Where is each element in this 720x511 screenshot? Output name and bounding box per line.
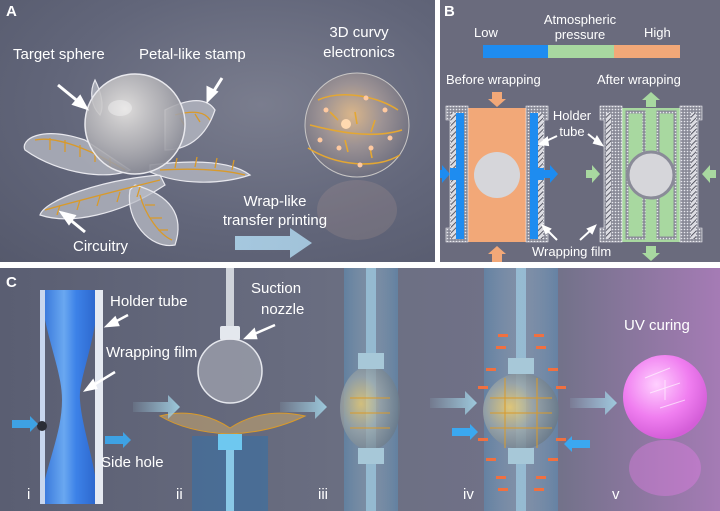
label-curvy-line1: 3D curvy bbox=[329, 24, 389, 41]
sphere-led-dots bbox=[317, 95, 393, 168]
step-label-ii: ii bbox=[176, 486, 183, 503]
step-label-v: v bbox=[612, 486, 620, 503]
panel-b: B Low Atmospheric pressure High Before w… bbox=[440, 0, 720, 262]
legend-low-swatch bbox=[483, 45, 548, 58]
label-suction-line2: nozzle bbox=[261, 301, 305, 318]
panel-a-illustration bbox=[23, 72, 410, 258]
transfer-arrow bbox=[235, 228, 312, 258]
label-wrap-line1: Wrap-like bbox=[243, 193, 307, 210]
label-wrapping-film: Wrapping film bbox=[106, 344, 198, 361]
panel-a-letter: A bbox=[6, 3, 17, 20]
label-holder-tube: Holder tube bbox=[110, 293, 188, 310]
process-arrows bbox=[133, 391, 617, 419]
label-circuitry: Circuitry bbox=[73, 238, 128, 255]
label-wrap-line2: transfer printing bbox=[222, 212, 328, 229]
label-side-hole: Side hole bbox=[101, 454, 164, 471]
holder-tube-label-line1: Holder bbox=[552, 108, 592, 123]
label-target-sphere: Target sphere bbox=[13, 46, 105, 63]
target-sphere bbox=[84, 73, 186, 175]
pressure-diagram bbox=[440, 45, 716, 262]
sphere-circuit-lines bbox=[307, 94, 403, 165]
legend-high-label: High bbox=[644, 25, 671, 40]
label-petal-stamp: Petal-like stamp bbox=[139, 46, 246, 63]
before-wrapping-diagram bbox=[440, 92, 558, 262]
label-curvy-line2: electronics bbox=[323, 44, 395, 61]
legend-title-line1: Atmospheric bbox=[543, 12, 617, 27]
label-suction-line1: Suction bbox=[251, 280, 302, 297]
after-wrapping-title: After wrapping bbox=[597, 72, 681, 87]
before-wrapping-title: Before wrapping bbox=[446, 72, 541, 87]
annotation-arrows-c bbox=[82, 313, 276, 392]
suction-nozzle-assembly bbox=[158, 268, 307, 511]
legend-title-line2: pressure bbox=[554, 27, 606, 42]
wrapping-film-label: Wrapping film bbox=[532, 244, 612, 259]
step-label-iii: iii bbox=[318, 486, 328, 503]
curvy-electronics-sphere bbox=[304, 72, 410, 178]
legend-low-label: Low bbox=[474, 25, 498, 40]
panel-a: A Target sphere Petal-like stamp 3D curv… bbox=[0, 0, 435, 262]
panel-b-letter: B bbox=[444, 3, 455, 20]
panel-c: C Holder tube Wrapping film Side hole Su… bbox=[0, 268, 720, 511]
step-label-i: i bbox=[27, 486, 31, 503]
legend-high-swatch bbox=[614, 45, 680, 58]
step-label-iv: iv bbox=[463, 486, 474, 503]
uv-cured-sphere bbox=[623, 355, 707, 496]
after-wrapping-diagram bbox=[586, 92, 716, 261]
annotation-arrows bbox=[57, 77, 224, 234]
pressure-arrows bbox=[478, 334, 566, 491]
annotation-arrows-b bbox=[537, 133, 605, 241]
process-illustration bbox=[12, 268, 707, 511]
tube-step-iii bbox=[340, 268, 400, 511]
tube-step-iv bbox=[452, 268, 590, 511]
holder-tube-label-line2: tube bbox=[559, 124, 585, 139]
panel-c-letter: C bbox=[6, 274, 17, 291]
legend-mid-swatch bbox=[548, 45, 614, 58]
holder-tube-cutaway bbox=[12, 290, 131, 504]
label-uv-curing: UV curing bbox=[624, 317, 690, 334]
circuitry bbox=[34, 111, 246, 241]
